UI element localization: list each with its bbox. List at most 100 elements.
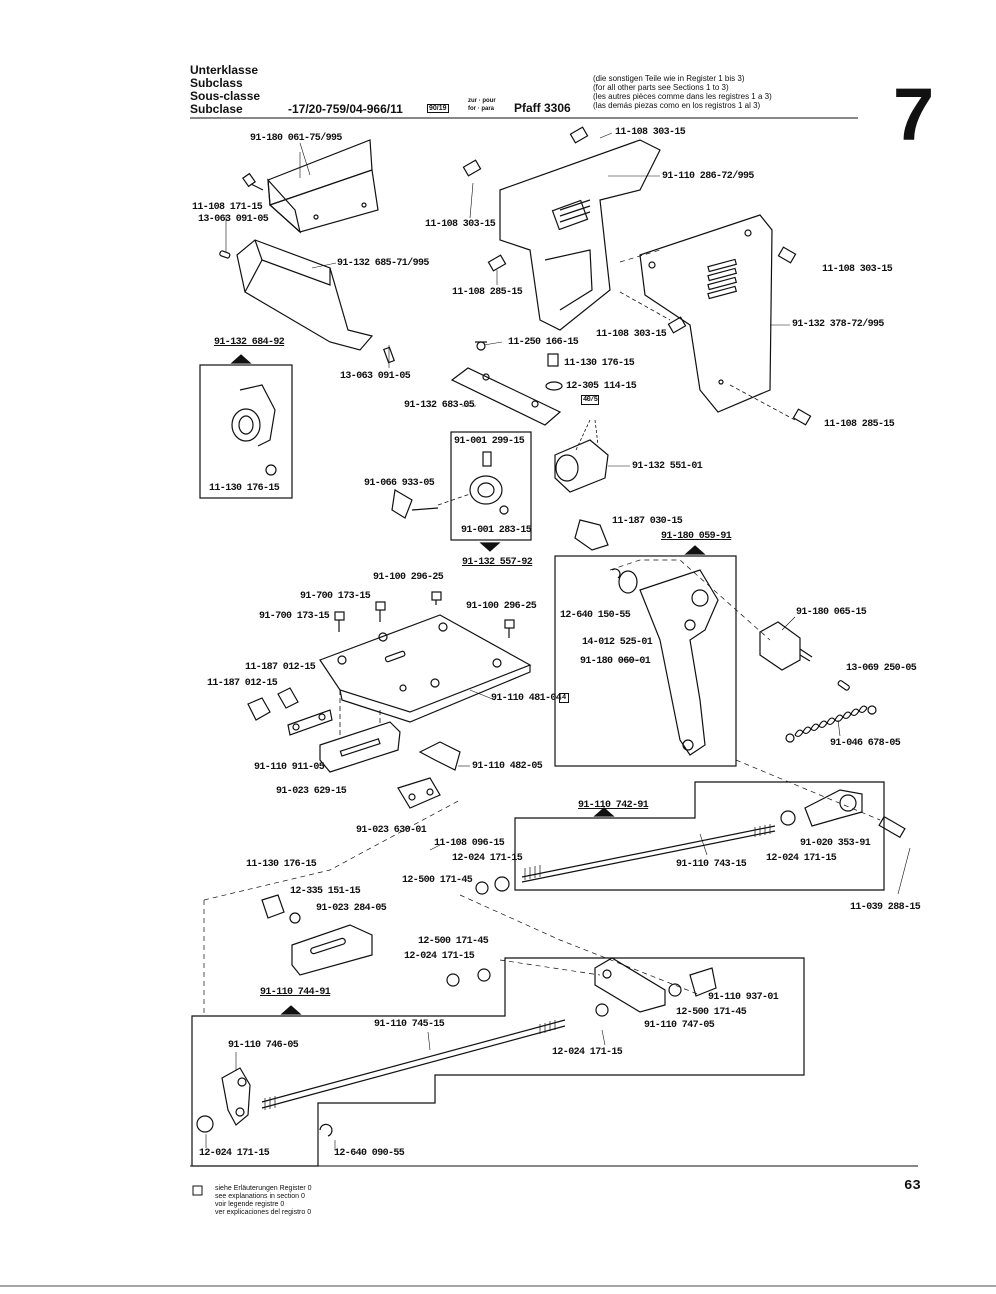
long-rod-upper [521,789,906,883]
hex-nut-part [759,621,813,671]
part-label: 12-500 171-45 [402,875,473,886]
part-label: 91-020 353-91 [800,838,871,849]
part-label: 14-012 525-01 [582,637,653,648]
legend-en: see explanations in section 0 [215,1193,305,1200]
part-label: 11-187 030-15 [612,516,683,527]
part-label: 91-700 173-15 [259,611,330,622]
boxed-reference: 4 [559,693,569,703]
part-label: 91-110 937-01 [708,992,779,1003]
part-label: 91-100 296-25 [373,572,444,583]
base-plate-part [319,614,532,735]
class-label-fr: Sous-classe [190,89,261,103]
lower-cover-part [236,239,395,364]
part-label: 12-024 171-15 [552,1047,623,1058]
collar-part [469,451,509,515]
part-label: 11-130 176-15 [209,483,280,494]
guide-lines [203,249,881,1015]
note-es: (las demás piezas como en los registros … [593,101,761,110]
part-label: 11-108 285-15 [452,287,523,298]
section-number: 7 [893,73,935,156]
guide-block-part [554,419,609,493]
footer-legend: siehe Erläuterungen Register 0 see expla… [215,1185,312,1217]
zur-pour: zur · pour [468,98,496,104]
part-label: 91-132 378-72/995 [792,319,884,330]
part-label: 91-110 481-04 [491,693,562,704]
for-para: for · para [468,106,495,112]
page-number: 63 [904,1178,921,1194]
class-label-de: Unterklasse [190,63,259,77]
part-label: 91-023 630-01 [356,825,427,836]
note-de: (die sonstigen Teile wie in Register 1 b… [593,74,745,83]
part-label: 11-250 166-15 [508,337,579,348]
part-label: 91-100 296-25 [466,601,537,612]
part-label: 11-108 303-15 [425,219,496,230]
part-label: 91-046 678-05 [830,738,901,749]
note-en: (for all other parts see Sections 1 to 3… [593,83,729,92]
part-label: 11-108 171-15 [192,202,263,213]
header-notes: (die sonstigen Teile wie in Register 1 b… [593,74,772,110]
part-label: 91-023 629-15 [276,786,347,797]
part-label: 11-108 303-15 [615,127,686,138]
feed-parts [247,687,461,809]
part-label: 91-001 299-15 [454,436,525,447]
legend-de: siehe Erläuterungen Register 0 [215,1185,312,1192]
part-label: 91-110 747-05 [644,1020,715,1031]
assembly-label: 91-132 557-92 [462,557,533,568]
part-label: 13-063 091-05 [340,371,411,382]
part-label: 91-180 065-15 [796,607,867,618]
part-label: 12-500 171-45 [676,1007,747,1018]
slide-bar-part [450,341,563,426]
part-label: 91-110 911-05 [254,762,325,773]
part-label: 11-130 176-15 [564,358,635,369]
top-plate-part [462,126,661,331]
boxed-reference: 40/5 [581,395,600,405]
assembly-label: 91-110 744-91 [260,987,331,998]
part-label: 12-024 171-15 [452,853,523,864]
note-fr: (les autres pièces comme dans les regist… [593,92,772,101]
part-label: 12-305 114-15 [566,381,637,392]
leader-lines [205,132,911,1150]
part-label: 12-024 171-15 [199,1148,270,1159]
plate-screws-part [334,591,515,638]
part-label: 91-110 482-05 [472,761,543,772]
lever-part [574,519,719,756]
part-label: 11-130 176-15 [246,859,317,870]
part-label: 91-110 286-72/995 [662,171,754,182]
part-label: 11-108 285-15 [824,419,895,430]
thumb-screw-part [391,489,471,519]
part-label: 91-180 061-75/995 [250,133,342,144]
assembly-label: 91-132 684-92 [214,337,285,348]
part-label: 12-024 171-15 [404,951,475,962]
connecting-block-part [594,957,717,1013]
long-rod-lower [196,1019,566,1137]
part-label: 91-132 551-01 [632,461,703,472]
right-cover-part [619,214,812,426]
class-label-en: Subclass [190,76,243,90]
part-label: 11-108 303-15 [596,329,667,340]
top-cover-part [267,139,379,234]
part-label: 12-500 171-45 [418,936,489,947]
part-label: 13-063 091-05 [198,214,269,225]
part-label: 91-023 284-05 [316,903,387,914]
part-label: 11-108 303-15 [822,264,893,275]
part-label: 12-640 150-55 [560,610,631,621]
part-label: 11-108 096-15 [434,838,505,849]
model-name: Pfaff 3306 [514,101,571,115]
part-label: 91-110 746-05 [228,1040,299,1051]
class-labels: Unterklasse Subclass Sous-classe Subclas… [190,64,260,116]
part-label: 91-001 283-15 [461,525,532,536]
subclass-box: 90/19 [427,104,449,113]
bracket-part [231,384,277,476]
assembly-label: 91-180 059-91 [661,531,732,542]
part-label: 11-039 288-15 [850,902,921,913]
class-label-es: Subclase [190,102,243,116]
part-label: 91-700 173-15 [300,591,371,602]
part-label: 91-180 060-01 [580,656,651,667]
part-label: 13-069 250-05 [846,663,917,674]
part-label: 91-132 685-71/995 [337,258,429,269]
part-label: 11-187 012-15 [207,678,278,689]
part-label: 12-640 090-55 [334,1148,405,1159]
part-label: 11-187 012-15 [245,662,316,673]
part-label: 91-110 745-15 [374,1019,445,1030]
